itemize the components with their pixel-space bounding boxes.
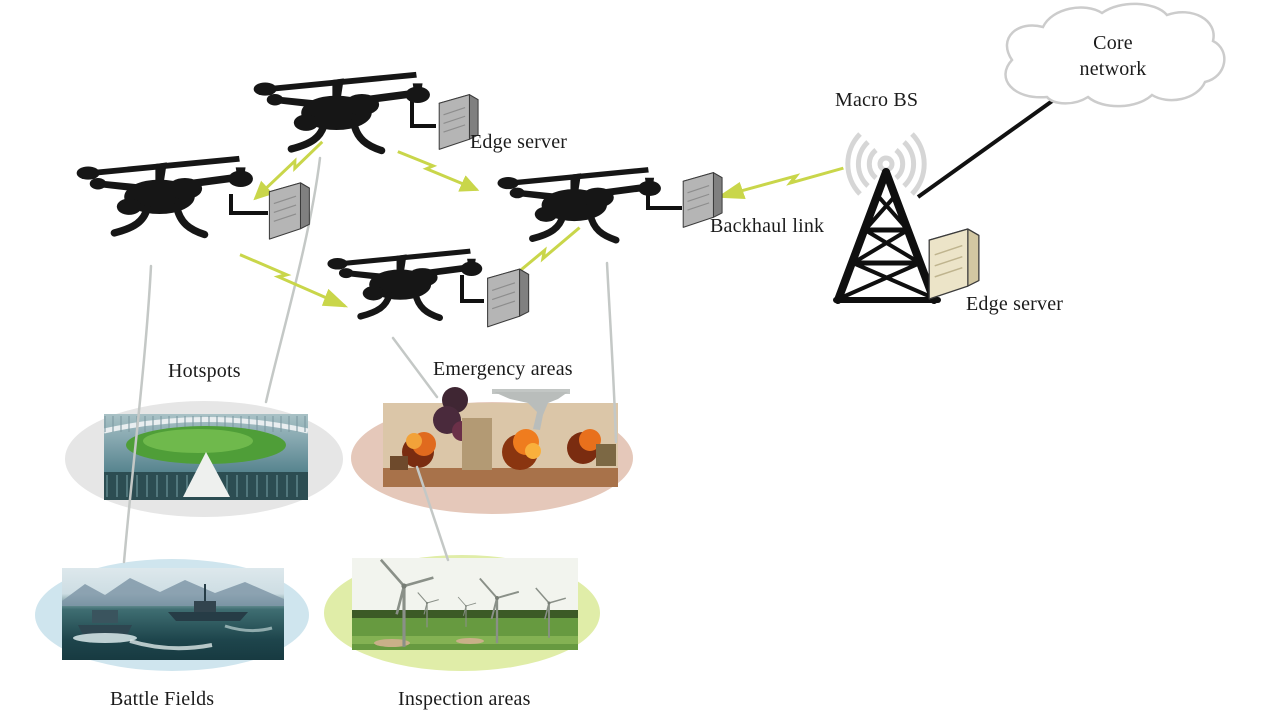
edge-server-box-low xyxy=(486,268,530,328)
label-macro-bs: Macro BS xyxy=(835,89,919,111)
label-backhaul-link: Backhaul link xyxy=(710,215,825,237)
wireless-link-top-mid xyxy=(398,145,477,197)
backhaul-lightning-link xyxy=(719,168,845,196)
fiber-line-bs-to-core xyxy=(916,92,1064,199)
drone-lower xyxy=(327,249,482,318)
label-inspection-areas: Inspection areas xyxy=(398,688,531,710)
macro-bs-tower xyxy=(833,168,941,304)
label-battle-fields: Battle Fields xyxy=(110,688,215,710)
wind-turbines-photo xyxy=(352,558,578,650)
connector-left-drone-server xyxy=(229,194,268,215)
coverage-lines xyxy=(122,156,618,564)
stadium-photo xyxy=(103,414,309,500)
label-hotspots: Hotspots xyxy=(168,360,241,382)
emergency-area xyxy=(351,387,633,514)
drone-top xyxy=(254,72,430,151)
core-network-cloud xyxy=(1004,2,1226,108)
coverage-line-top-drone-to-hotspots xyxy=(264,156,322,404)
drone-left xyxy=(77,156,253,235)
inspection-area xyxy=(324,555,600,671)
server-connectors xyxy=(229,98,682,303)
label-emergency-areas: Emergency areas xyxy=(433,358,573,380)
coverage-line-emergency-to-inspection xyxy=(415,465,450,562)
connector-low-drone-server xyxy=(460,275,484,303)
connector-top-drone-server xyxy=(410,98,436,128)
wireless-link-left-low xyxy=(240,248,345,313)
radio-waves-icon xyxy=(845,132,927,196)
label-edge-server-bs: Edge server xyxy=(966,293,1064,315)
battle-area xyxy=(35,559,309,671)
coverage-line-low-drone-to-emergency xyxy=(391,336,439,399)
coverage-line-mid-drone-to-emergency xyxy=(605,261,618,444)
edge-server-box-bs xyxy=(928,228,980,300)
label-edge-server-top: Edge server xyxy=(470,131,568,153)
tornado-funnel xyxy=(492,389,570,430)
label-core-network: Core network xyxy=(1079,32,1147,80)
coverage-line-left-drone-to-battle xyxy=(122,264,153,564)
connector-mid-drone-server xyxy=(646,194,682,210)
explosion-photo xyxy=(383,387,618,487)
hotspots-area xyxy=(65,401,343,517)
edge-server-box-left xyxy=(268,182,310,240)
warships-photo xyxy=(62,568,284,660)
